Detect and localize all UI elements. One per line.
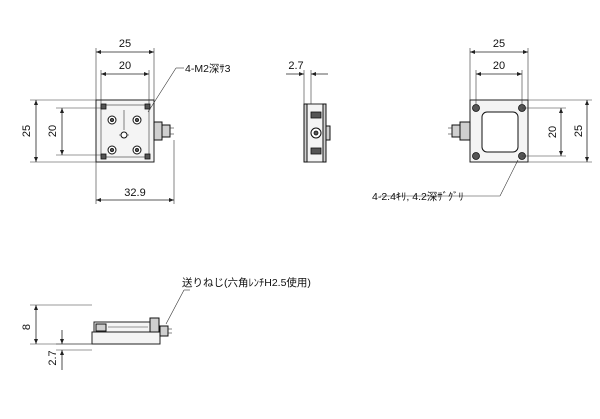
counterbore-hole-icon xyxy=(472,104,480,112)
dim-bottom-height-outer: 25 xyxy=(573,125,585,137)
top-view-feed-block xyxy=(153,121,163,141)
dim-bottom-height-inner: 20 xyxy=(547,126,559,138)
front-view: 送りねじ(六角ﾚﾝﾁH2.5使用) 8 2.7 xyxy=(21,276,311,370)
hole-note: 4-2.4ｷﾘ, 4.2深ｻﾞｸﾞﾘ xyxy=(372,191,464,203)
dim-side-thickness: 2.7 xyxy=(288,60,303,72)
dim-front-base-thickness: 2.7 xyxy=(47,350,59,365)
bottom-view-opening xyxy=(481,111,519,153)
top-view-stage-inner-outline xyxy=(100,104,150,158)
front-view-base-plate xyxy=(91,331,161,345)
top-view-stage-body xyxy=(95,99,155,163)
top-view: 25 20 25 20 32.9 4-M2深ｻ3 xyxy=(21,38,231,204)
dim-bottom-width-inner: 20 xyxy=(493,60,505,72)
dim-overall-length: 32.9 xyxy=(124,187,145,199)
tap-note: 4-M2深ｻ3 xyxy=(185,63,231,75)
corner-screw-icon xyxy=(144,153,151,160)
dim-top-width-inner: 20 xyxy=(119,60,131,72)
dim-top-width-outer: 25 xyxy=(119,38,131,50)
corner-screw-icon xyxy=(144,103,151,110)
bottom-view-feed-block xyxy=(459,121,471,141)
top-view-feed-knob xyxy=(161,124,171,138)
side-view: 2.7 xyxy=(286,60,331,163)
dim-top-height-outer: 25 xyxy=(21,125,33,137)
dim-top-height-inner: 20 xyxy=(47,125,59,137)
feed-screw-note: 送りねじ(六角ﾚﾝﾁH2.5使用) xyxy=(182,276,311,289)
dim-bottom-width-outer: 25 xyxy=(493,38,505,50)
dim-front-height: 8 xyxy=(21,324,33,330)
counterbore-hole-icon xyxy=(472,152,480,160)
bottom-view: 25 20 20 25 4-2.4ｷﾘ, 4.2深ｻﾞｸﾞﾘ xyxy=(372,38,592,203)
corner-screw-icon xyxy=(100,103,107,110)
bottom-view-feed-knob xyxy=(451,124,461,138)
corner-screw-icon xyxy=(100,153,107,160)
front-view-feed-knob xyxy=(159,325,169,337)
